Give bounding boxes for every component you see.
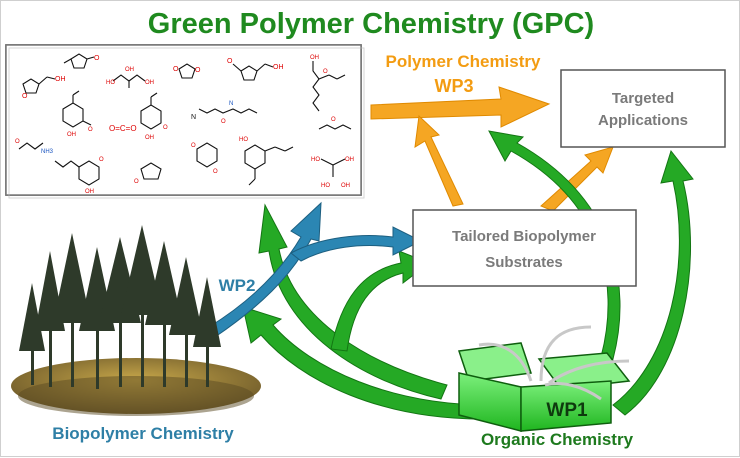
biopolymer-chemistry-label: Biopolymer Chemistry [52, 424, 234, 443]
svg-text:OH: OH [125, 67, 134, 73]
wp3-main-arrow [370, 86, 551, 128]
svg-text:O: O [195, 67, 201, 74]
diagram-title: Green Polymer Chemistry (GPC) [148, 8, 594, 40]
targeted-applications-box: Targeted Applications [560, 69, 726, 148]
svg-text:OH: OH [55, 76, 66, 83]
svg-text:OH: OH [345, 157, 354, 163]
svg-text:O: O [227, 58, 233, 65]
forest-island-icon [11, 225, 261, 416]
svg-text:HO: HO [106, 80, 115, 86]
targeted-line2: Applications [598, 112, 688, 129]
targeted-line1: Targeted [612, 90, 674, 107]
svg-text:OH: OH [273, 64, 284, 71]
svg-text:OH: OH [341, 183, 350, 189]
molecule-panel: O OH O HO OH OH O O O OH OH O [5, 44, 365, 199]
svg-text:O: O [22, 93, 28, 100]
wp2-label: WP2 [219, 276, 256, 295]
svg-text:OH: OH [145, 135, 154, 141]
orange-arrow-tailored-right [540, 146, 614, 212]
svg-text:OH: OH [67, 132, 76, 138]
tailored-substrates-box: Tailored Biopolymer Substrates [412, 209, 637, 287]
wp1-label: WP1 [546, 400, 588, 421]
svg-text:O: O [15, 139, 20, 145]
svg-text:O: O [191, 143, 196, 149]
svg-text:N: N [191, 114, 196, 121]
svg-text:OH: OH [85, 189, 94, 195]
tailored-line2: Substrates [485, 254, 563, 271]
wp3-label: WP3 [434, 76, 473, 96]
svg-text:O: O [213, 169, 218, 175]
svg-text:OH: OH [145, 80, 154, 86]
svg-text:O: O [99, 157, 104, 163]
polymer-chemistry-label: Polymer Chemistry [386, 52, 541, 71]
organic-chemistry-label: Organic Chemistry [481, 430, 634, 449]
svg-text:N: N [229, 101, 233, 107]
svg-text:O: O [323, 69, 328, 75]
svg-text:HO: HO [321, 183, 330, 189]
svg-text:NH3: NH3 [41, 149, 54, 155]
molecule-structures-icon: O OH O HO OH OH O O O OH OH O [15, 53, 354, 195]
orange-arrow-tailored-left [414, 114, 464, 207]
svg-text:O: O [173, 66, 179, 73]
svg-text:O: O [221, 119, 226, 125]
svg-text:HO: HO [311, 157, 320, 163]
tailored-line1: Tailored Biopolymer [452, 228, 596, 245]
svg-text:O: O [88, 127, 93, 133]
svg-text:HO: HO [239, 137, 248, 143]
svg-text:O: O [134, 179, 139, 185]
svg-text:O: O [163, 125, 168, 131]
svg-text:O: O [94, 55, 100, 62]
svg-text:O: O [331, 117, 336, 123]
open-box-icon [458, 325, 631, 432]
svg-text:OH: OH [310, 55, 319, 61]
svg-text:O=C=O: O=C=O [109, 124, 137, 133]
